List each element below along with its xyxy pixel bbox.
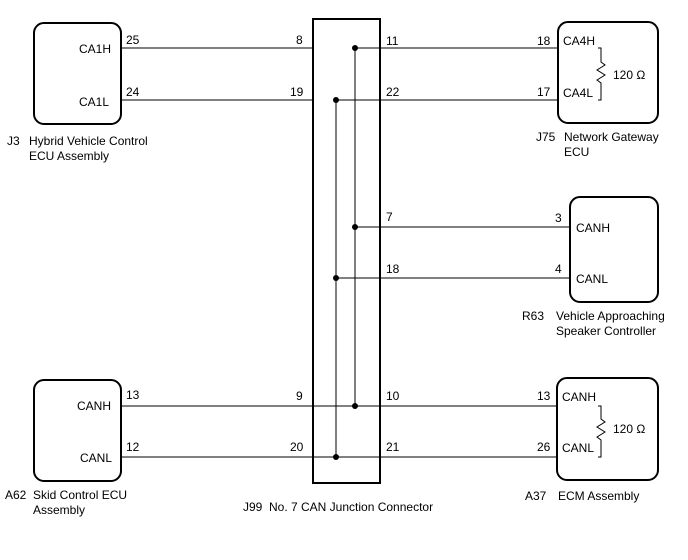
speaker-name-line1: Vehicle Approaching xyxy=(556,309,665,323)
hybrid-name-line1: Hybrid Vehicle Control xyxy=(29,134,148,148)
gateway-sig-h: CA4H xyxy=(563,34,595,48)
skid-pin-h: 13 xyxy=(126,388,140,402)
ecm-code: A37 xyxy=(525,489,547,503)
junction-dot xyxy=(352,224,358,230)
gateway-resistor: 120 Ω xyxy=(613,68,645,82)
skid-code: A62 xyxy=(5,488,27,502)
j99-pin-7: 7 xyxy=(386,210,393,224)
hybrid-sig-l: CA1L xyxy=(79,95,109,109)
skid-pin-l: 12 xyxy=(126,440,140,454)
skid-name-line1: Skid Control ECU xyxy=(33,488,127,502)
speaker-code: R63 xyxy=(522,309,544,323)
ecm-sig-h: CANH xyxy=(562,390,596,404)
hybrid-code: J3 xyxy=(7,134,20,148)
speaker-sig-l: CANL xyxy=(576,272,608,286)
j99-pin-22: 22 xyxy=(386,85,400,99)
junction-connector-box xyxy=(312,18,381,484)
ecm-name-line1: ECM Assembly xyxy=(558,489,639,503)
skid-name-line2: Assembly xyxy=(33,503,85,517)
gateway-sig-l: CA4L xyxy=(563,86,593,100)
ecm-resistor-icon xyxy=(596,405,606,458)
j99-pin-18: 18 xyxy=(386,262,400,276)
gateway-pin-h: 18 xyxy=(537,34,551,48)
j99-pin-20: 20 xyxy=(290,440,304,454)
gateway-code: J75 xyxy=(536,130,556,144)
connector-name: No. 7 CAN Junction Connector xyxy=(269,500,433,514)
skid-ecu-box xyxy=(33,379,122,482)
junction-dot xyxy=(333,97,339,103)
speaker-name-line2: Speaker Controller xyxy=(556,324,656,338)
gateway-pin-l: 17 xyxy=(537,85,551,99)
j99-pin-10: 10 xyxy=(386,389,400,403)
gateway-name-line2: ECU xyxy=(564,145,589,159)
hybrid-pin-l: 24 xyxy=(126,85,140,99)
junction-dot xyxy=(333,454,339,460)
j99-pin-21: 21 xyxy=(386,440,400,454)
gateway-resistor-icon xyxy=(596,47,606,101)
j99-pin-11: 11 xyxy=(386,34,399,48)
hybrid-name-line2: ECU Assembly xyxy=(29,149,109,163)
speaker-sig-h: CANH xyxy=(576,221,610,235)
ecm-pin-l: 26 xyxy=(537,440,551,454)
ecm-sig-l: CANL xyxy=(562,441,594,455)
skid-sig-h: CANH xyxy=(77,399,111,413)
ecm-resistor: 120 Ω xyxy=(613,422,645,436)
speaker-pin-h: 3 xyxy=(555,211,562,225)
junction-dot xyxy=(352,45,358,51)
junction-dot xyxy=(352,403,358,409)
skid-sig-l: CANL xyxy=(80,451,112,465)
ecm-pin-h: 13 xyxy=(537,389,551,403)
junction-dot xyxy=(333,275,339,281)
hybrid-pin-h: 25 xyxy=(126,33,140,47)
j99-pin-19: 19 xyxy=(290,85,304,99)
gateway-name-line1: Network Gateway xyxy=(564,130,659,144)
hybrid-ecu-box xyxy=(33,22,122,125)
ecm-box xyxy=(556,377,659,481)
hybrid-sig-h: CA1H xyxy=(79,42,111,56)
speaker-pin-l: 4 xyxy=(555,262,562,276)
connector-code: J99 xyxy=(243,500,263,514)
speaker-ecu-box xyxy=(569,196,659,303)
j99-pin-9: 9 xyxy=(296,389,303,403)
j99-pin-8: 8 xyxy=(296,33,303,47)
gateway-ecu-box xyxy=(557,21,659,124)
